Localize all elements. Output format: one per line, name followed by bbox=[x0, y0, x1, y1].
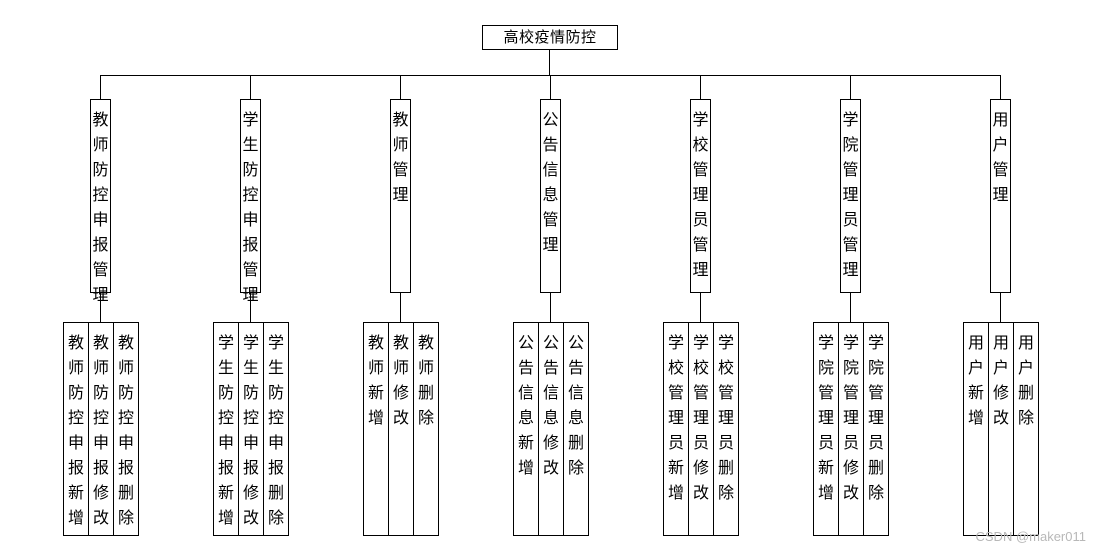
watermark: CSDN @maker011 bbox=[975, 529, 1087, 544]
child-node: 教师防控申报删除 bbox=[113, 322, 139, 536]
module-connector bbox=[1000, 75, 1001, 99]
child-node: 公告信息新增 bbox=[513, 322, 539, 536]
module-node: 公告信息管理 bbox=[540, 99, 561, 293]
module-node: 学院管理员管理 bbox=[840, 99, 861, 293]
child-node: 用户修改 bbox=[988, 322, 1014, 536]
child-connector bbox=[100, 293, 101, 322]
module-node: 教师防控申报管理 bbox=[90, 99, 111, 304]
module-node: 学校管理员管理 bbox=[690, 99, 711, 293]
child-connector bbox=[700, 293, 701, 322]
root-node: 高校疫情防控 bbox=[482, 25, 618, 50]
child-node: 公告信息修改 bbox=[538, 322, 564, 536]
child-connector bbox=[850, 293, 851, 322]
module-connector bbox=[400, 75, 401, 99]
child-node: 用户删除 bbox=[1013, 322, 1039, 536]
module-node: 用户管理 bbox=[990, 99, 1011, 293]
child-node: 学校管理员修改 bbox=[688, 322, 714, 536]
child-node: 用户新增 bbox=[963, 322, 989, 536]
child-node: 学院管理员修改 bbox=[838, 322, 864, 536]
child-node: 教师防控申报修改 bbox=[88, 322, 114, 536]
module-node: 学生防控申报管理 bbox=[240, 99, 261, 304]
child-connector bbox=[400, 293, 401, 322]
module-connector bbox=[850, 75, 851, 99]
child-node: 学院管理员新增 bbox=[813, 322, 839, 536]
child-connector bbox=[1000, 293, 1001, 322]
root-connector bbox=[549, 50, 550, 75]
child-node: 学校管理员新增 bbox=[663, 322, 689, 536]
child-node: 教师删除 bbox=[413, 322, 439, 536]
child-connector bbox=[250, 293, 251, 322]
module-connector bbox=[700, 75, 701, 99]
child-node: 学生防控申报修改 bbox=[238, 322, 264, 536]
module-connector bbox=[100, 75, 101, 99]
child-node: 学校管理员删除 bbox=[713, 322, 739, 536]
child-node: 教师新增 bbox=[363, 322, 389, 536]
module-connector bbox=[250, 75, 251, 99]
module-connector bbox=[550, 75, 551, 99]
child-node: 学院管理员删除 bbox=[863, 322, 889, 536]
module-node: 教师管理 bbox=[390, 99, 411, 293]
child-connector bbox=[550, 293, 551, 322]
child-node: 教师修改 bbox=[388, 322, 414, 536]
child-node: 学生防控申报删除 bbox=[263, 322, 289, 536]
child-node: 教师防控申报新增 bbox=[63, 322, 89, 536]
child-node: 公告信息删除 bbox=[563, 322, 589, 536]
child-node: 学生防控申报新增 bbox=[213, 322, 239, 536]
